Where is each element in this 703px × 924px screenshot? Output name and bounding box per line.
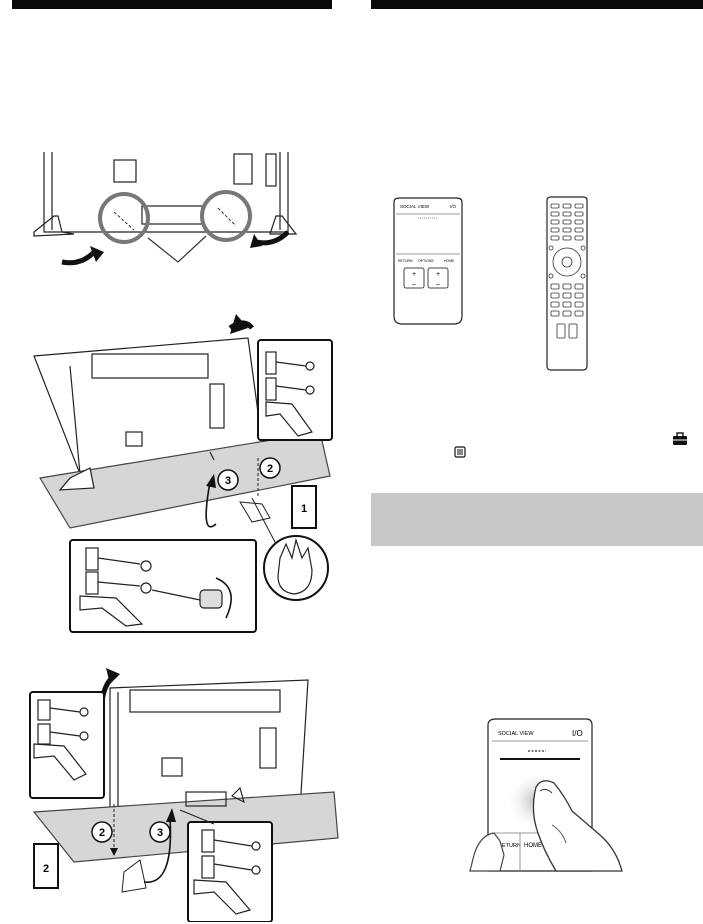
svg-text:+: + <box>436 271 440 278</box>
stand-rotate-figure <box>33 152 298 266</box>
small-remote-power: I/O <box>450 204 457 209</box>
touch-remote-home: HOME <box>524 843 542 849</box>
left-section-bar <box>12 0 332 9</box>
touchpad-remote-small-figure: SOCIAL VIEW I/O RETURN OPTIONS HOME + + … <box>393 197 463 325</box>
stand-attach-lower-figure: 2 3 2 <box>29 668 339 922</box>
touch-remote-social-view: SOCIAL VIEW <box>498 731 534 737</box>
stand-attach-upper-figure: 2 3 1 <box>33 314 333 633</box>
touchpad-remote-finger-figure: SOCIAL VIEW I/O RETURN HOME <box>469 718 623 872</box>
upper-label-1-text: 1 <box>301 503 307 515</box>
section-heading-box <box>371 493 703 546</box>
right-section-bar <box>371 0 703 9</box>
svg-text:+: + <box>412 271 416 278</box>
lower-label-2-text: 2 <box>43 863 49 875</box>
touch-remote-return: RETURN <box>498 843 521 849</box>
lower-step-2-text: 2 <box>99 827 105 839</box>
lower-step-3-text: 3 <box>157 827 163 839</box>
options-list-icon <box>454 446 466 458</box>
small-remote-social-view: SOCIAL VIEW <box>400 204 430 209</box>
small-remote-home: HOME <box>444 259 455 263</box>
small-remote-options: OPTIONS <box>418 259 434 263</box>
small-remote-return: RETURN <box>398 259 413 263</box>
upper-step-2-text: 2 <box>267 463 273 475</box>
toolbox-icon <box>673 432 687 445</box>
standard-remote-figure <box>546 196 588 371</box>
upper-step-3-text: 3 <box>225 475 231 487</box>
touch-remote-power: I/O <box>572 729 583 738</box>
svg-text:–: – <box>412 281 416 288</box>
svg-text:–: – <box>436 281 440 288</box>
